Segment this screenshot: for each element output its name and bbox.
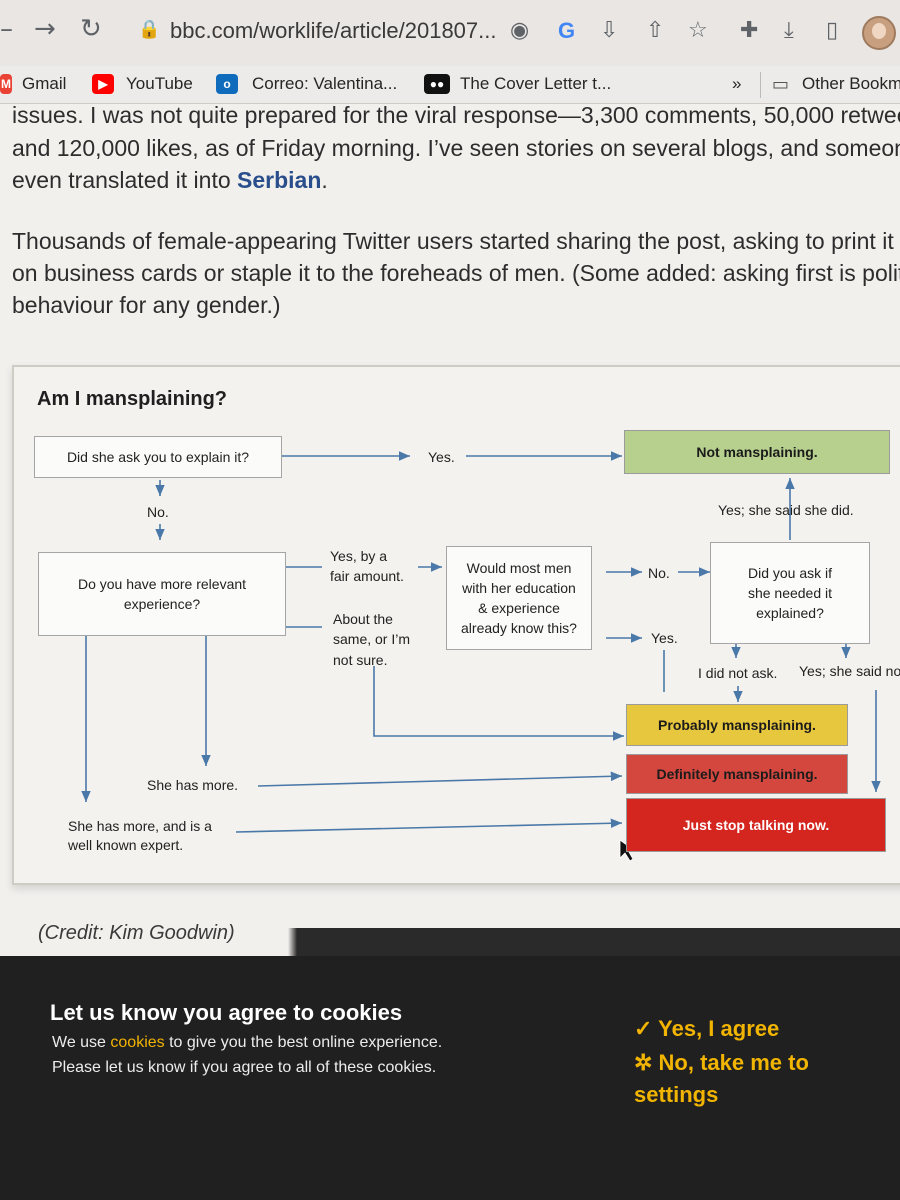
back-icon[interactable]: – xyxy=(0,14,13,44)
paragraph-1-line-2: and 120,000 likes, as of Friday morning.… xyxy=(12,135,900,161)
q3-line-4: already know this? xyxy=(461,620,577,636)
q3-line-3: & experience xyxy=(478,600,560,616)
outcome-not-mansplaining: Not mansplaining. xyxy=(624,430,890,474)
serbian-link[interactable]: Serbian xyxy=(237,167,322,193)
cookie-settings-button-line-2[interactable]: settings xyxy=(634,1082,719,1107)
label-q1-yes: Yes. xyxy=(428,449,455,465)
question-did-she-ask: Did she ask you to explain it? xyxy=(34,436,282,478)
lock-icon[interactable]: 🔒 xyxy=(138,19,161,40)
cookie-text-line-1: We use cookies to give you the best onli… xyxy=(52,1034,443,1051)
bookmarks-bar xyxy=(0,66,900,104)
browser-toolbar: – → ↻ 🔒 bbc.com/worklife/article/201807.… xyxy=(0,0,900,66)
extensions-icon[interactable]: ✚ xyxy=(740,18,759,43)
paragraph-2-line-3: behaviour for any gender.) xyxy=(12,292,281,318)
gmail-icon: M xyxy=(0,74,12,94)
reload-icon[interactable]: ↻ xyxy=(80,14,102,44)
q3-line-1: Would most men xyxy=(466,560,572,576)
label-q2-same-line-1: About the xyxy=(333,611,393,627)
question-did-you-ask: Did you ask if she needed it explained? xyxy=(710,542,870,644)
label-she-expert-line-2: well known expert. xyxy=(68,837,184,853)
flowchart-title: Am I mansplaining? xyxy=(37,388,228,410)
agree-cookies-button[interactable]: ✓ Yes, I agree xyxy=(634,1016,780,1041)
label-q4-yes-did: Yes; she said she did. xyxy=(718,502,854,518)
q2-line-1: Do you have more relevant xyxy=(77,576,247,592)
outcome-definitely-mansplaining: Definitely mansplaining. xyxy=(626,754,848,794)
q4-line-1: Did you ask if xyxy=(747,565,833,581)
address-bar[interactable]: 🔒 xyxy=(120,10,554,54)
q4-line-2: she needed it xyxy=(747,585,833,601)
label-q4-said-no: Yes; she said no xyxy=(799,663,900,679)
blocked-cookie-icon[interactable]: ◉ xyxy=(510,18,530,43)
forward-icon[interactable]: → xyxy=(34,14,56,44)
cookie-text-line-2: Please let us know if you agree to all o… xyxy=(52,1059,437,1076)
outlook-icon: o xyxy=(216,74,238,94)
bookmark-correo[interactable]: Correo: Valentina... xyxy=(252,74,398,93)
bookmark-gmail[interactable]: Gmail xyxy=(22,74,67,93)
label-q2-same-line-2: same, or I’m xyxy=(333,631,411,647)
bookmark-star-icon[interactable]: ☆ xyxy=(688,18,708,43)
q2-line-2: experience? xyxy=(123,596,201,612)
q4-line-3: explained? xyxy=(756,605,824,621)
medium-icon: ●● xyxy=(424,74,450,94)
paragraph-1-line-1: issues. I was not quite prepared for the… xyxy=(12,102,900,128)
download-icon[interactable]: ⤓ xyxy=(784,18,794,43)
side-panel-icon[interactable]: ▯ xyxy=(826,18,839,43)
google-icon[interactable]: G xyxy=(558,18,576,43)
cookie-title: Let us know you agree to cookies xyxy=(50,1000,403,1025)
outcome-probably-mansplaining: Probably mansplaining. xyxy=(626,704,848,746)
other-bookmarks[interactable]: Other Bookm xyxy=(802,74,900,93)
bookmark-cover-letter[interactable]: The Cover Letter t... xyxy=(460,74,612,93)
profile-avatar[interactable] xyxy=(862,16,896,50)
label-q1-no: No. xyxy=(147,504,169,520)
label-q2-yes-line-1: Yes, by a xyxy=(330,548,388,564)
q3-line-2: with her education xyxy=(462,580,576,596)
paragraph-1-line-3: even translated it into Serbian. xyxy=(12,167,328,193)
bookmarks-overflow[interactable]: » xyxy=(732,74,742,93)
label-she-expert-line-1: She has more, and is a xyxy=(68,818,212,834)
cookie-settings-button[interactable]: ✲ No, take me to xyxy=(634,1050,809,1075)
cookie-banner xyxy=(0,928,900,1200)
label-q3-yes: Yes. xyxy=(651,630,678,646)
image-credit: (Credit: Kim Goodwin) xyxy=(38,922,235,944)
cookies-link[interactable]: cookies xyxy=(110,1034,165,1051)
folder-icon: ▭ xyxy=(772,74,790,95)
youtube-icon: ▶ xyxy=(92,74,114,94)
question-would-most-men-know: Would most men with her education & expe… xyxy=(446,546,592,650)
paragraph-2-line-1: Thousands of female-appearing Twitter us… xyxy=(12,228,894,254)
paragraph-2-line-2: on business cards or staple it to the fo… xyxy=(12,260,900,286)
url-text[interactable]: bbc.com/worklife/article/201807... xyxy=(170,18,497,43)
label-q3-no: No. xyxy=(648,565,670,581)
label-she-has-more: She has more. xyxy=(147,777,239,793)
question-more-experience: Do you have more relevant experience? xyxy=(38,552,286,636)
outcome-just-stop-talking: Just stop talking now. xyxy=(626,798,886,852)
label-q4-did-not-ask: I did not ask. xyxy=(698,665,778,681)
label-q2-yes-line-2: fair amount. xyxy=(330,568,404,584)
label-q2-same-line-3: not sure. xyxy=(333,652,388,668)
install-icon[interactable]: ⇩ xyxy=(600,18,619,43)
share-icon[interactable]: ⇧ xyxy=(646,18,665,43)
bookmarks-divider xyxy=(760,72,761,98)
bookmark-youtube[interactable]: YouTube xyxy=(126,74,193,93)
